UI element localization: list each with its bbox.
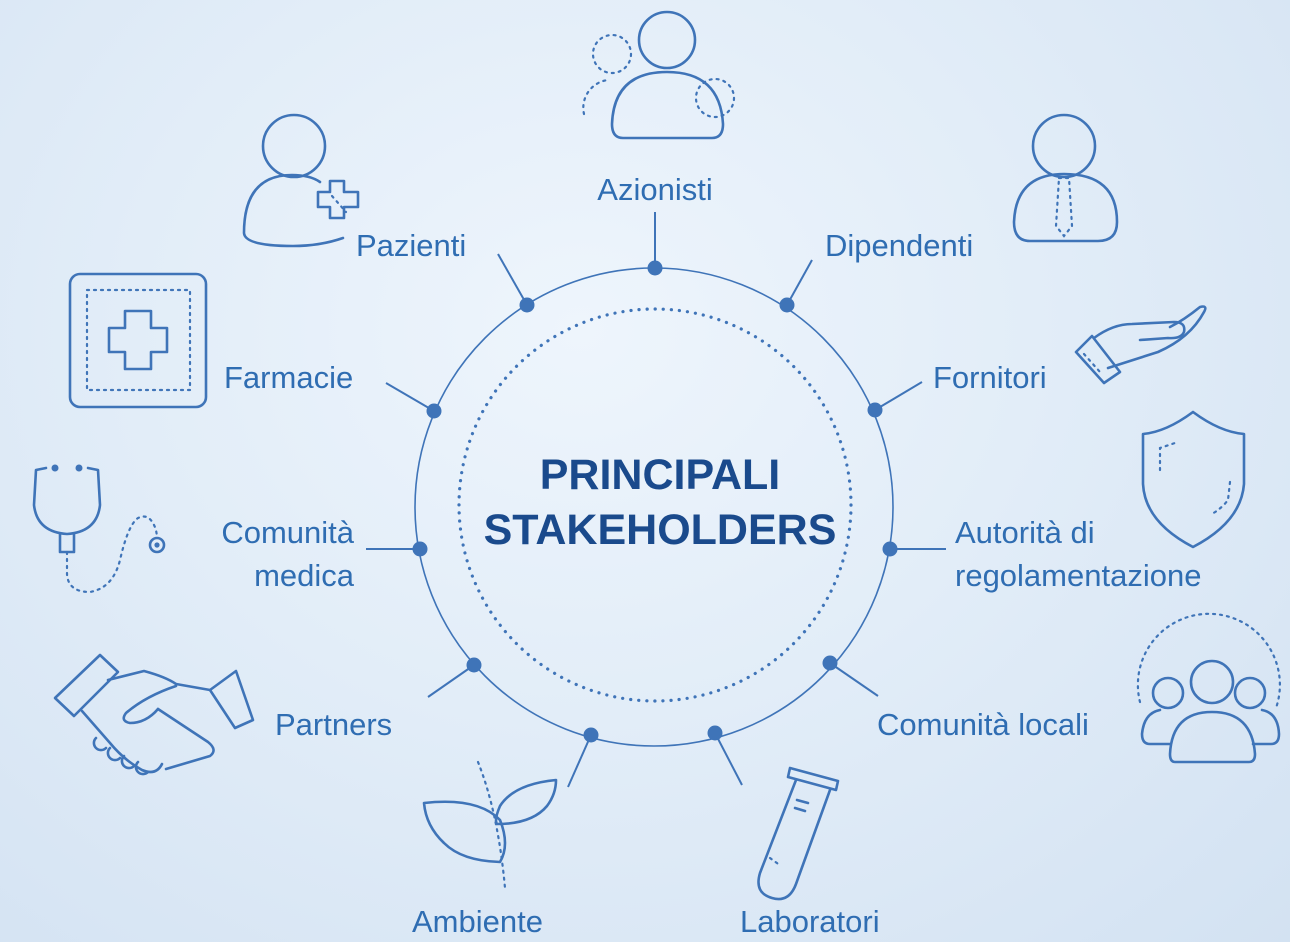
connectors — [366, 212, 946, 788]
pharmacy-cross-icon — [68, 272, 208, 409]
label-pazienti: Pazienti — [356, 228, 467, 263]
group-people-icon — [582, 10, 736, 140]
label-comunita-medica-line2: medica — [254, 558, 354, 593]
label-laboratori: Laboratori — [740, 904, 880, 939]
shield-icon — [1141, 410, 1246, 549]
hand-icon — [1074, 305, 1207, 385]
label-autorita-line1: Autorità di — [955, 515, 1095, 550]
center-title: PRINCIPALI STAKEHOLDERS — [420, 448, 900, 558]
label-comunita-locali: Comunità locali — [877, 707, 1089, 742]
label-ambiente: Ambiente — [412, 904, 543, 939]
patient-icon — [242, 113, 360, 248]
community-icon — [1136, 612, 1281, 764]
label-fornitori: Fornitori — [933, 360, 1047, 395]
label-comunita-medica-line1: Comunità — [221, 515, 354, 550]
test-tube-icon — [757, 766, 840, 901]
center-title-line1: PRINCIPALI — [539, 451, 781, 499]
employee-tie-icon — [1012, 113, 1119, 243]
center-title-line2: STAKEHOLDERS — [483, 506, 837, 554]
stethoscope-icon — [32, 464, 166, 594]
plant-icon — [422, 760, 558, 890]
label-farmacie: Farmacie — [224, 360, 354, 395]
handshake-icon — [53, 653, 255, 776]
inner-dotted-ring — [457, 307, 853, 703]
connector-dots — [412, 260, 898, 743]
label-partners: Partners — [275, 707, 393, 742]
label-dipendenti: Dipendenti — [825, 228, 974, 263]
label-autorita-line2: regolamentazione — [955, 558, 1202, 593]
label-azionisti: Azionisti — [597, 172, 713, 207]
